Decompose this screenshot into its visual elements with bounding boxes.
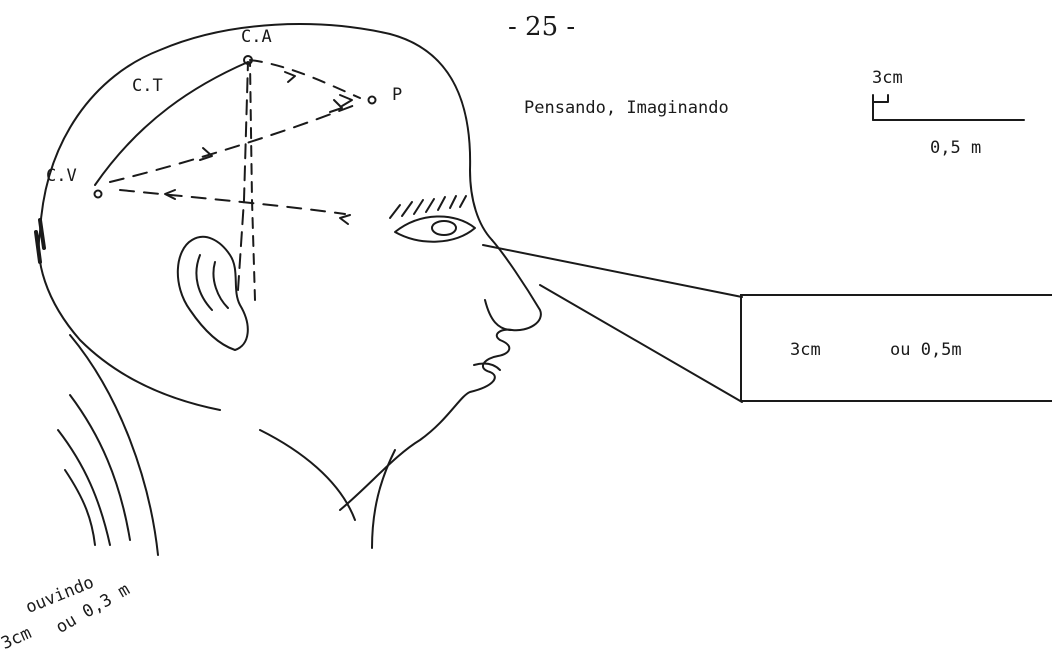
- neck-front: [372, 450, 395, 548]
- back-of-head: [39, 232, 220, 410]
- vision-line-top: [483, 245, 742, 297]
- vision-line-bottom: [540, 285, 742, 402]
- sound-arc-4: [65, 470, 95, 545]
- vision-box-right-text: ou 0,5m: [890, 342, 962, 359]
- eye-iris: [432, 221, 456, 235]
- ear-inner: [196, 255, 228, 310]
- label-ct: C.T: [132, 78, 163, 95]
- vision-box-left-text: 3cm: [790, 342, 821, 359]
- node-cv: [95, 191, 102, 198]
- nose-line: [485, 300, 512, 330]
- skull-outline: [40, 24, 492, 240]
- ca-to-p: [250, 60, 360, 98]
- neck-back: [260, 430, 355, 520]
- caption-text: Pensando, Imaginando: [524, 100, 729, 117]
- label-cv: C.V: [46, 168, 77, 185]
- scale-large-label: 0,5 m: [930, 140, 981, 157]
- label-ca: C.A: [241, 29, 272, 46]
- arrowhead-2: [340, 95, 352, 106]
- ear-to-ca-2: [250, 62, 255, 300]
- arrowhead-6: [340, 215, 350, 224]
- ear-outline: [178, 237, 248, 350]
- label-p: P: [392, 87, 402, 104]
- node-p: [369, 97, 376, 104]
- page-number: - 25 -: [508, 14, 575, 40]
- eyebrow-hatch: [390, 196, 466, 218]
- arrowhead-3: [200, 148, 212, 160]
- cv-dash-forward: [110, 105, 355, 182]
- scale-bar-small: [873, 95, 888, 102]
- ear-to-ca: [238, 62, 248, 290]
- hair-marks: [36, 220, 44, 262]
- ct-arc: [95, 62, 248, 185]
- arrowhead-1: [285, 72, 295, 82]
- cv-dash-back: [120, 190, 345, 214]
- eye-shape: [395, 216, 475, 241]
- face-profile: [340, 240, 541, 510]
- scale-small-label: 3cm: [872, 70, 903, 87]
- mouth-line: [474, 364, 500, 370]
